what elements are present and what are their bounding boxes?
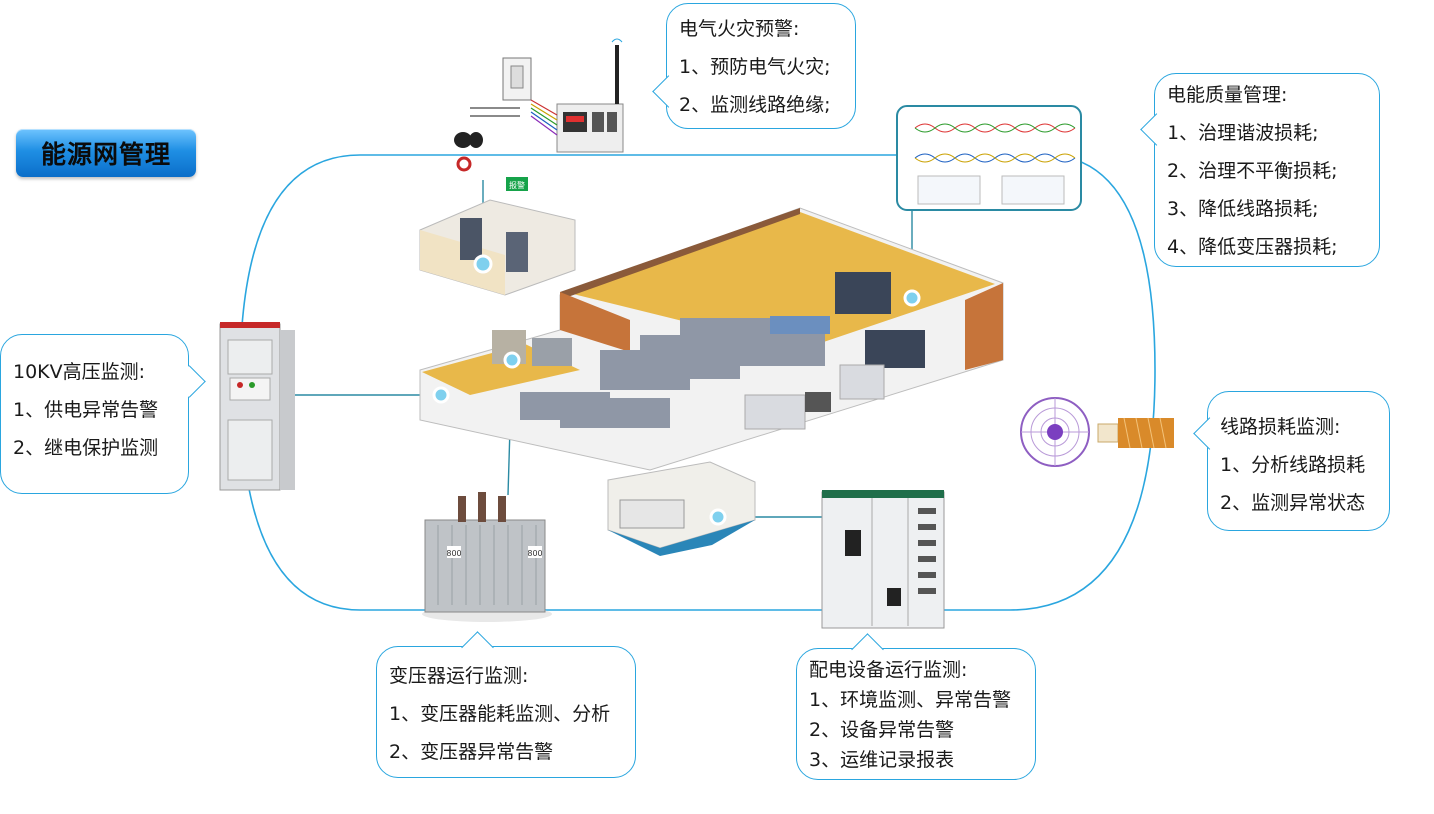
transformer-plate-left: 800: [446, 549, 461, 558]
high-voltage-cabinet: [219, 322, 295, 491]
distribution-cabinets: [821, 490, 945, 629]
callout-title: 电气火灾预警:: [679, 18, 800, 40]
callout-item: 1、预防电气火灾;: [679, 56, 831, 78]
main-building: [419, 207, 1004, 471]
callout-fire-warning: 电气火灾预警: 1、预防电气火灾; 2、监测线路绝缘;: [666, 3, 856, 129]
callout-item: 2、监测线路绝缘;: [679, 94, 831, 116]
callout-title: 10KV高压监测:: [13, 361, 146, 383]
callout-item: 1、治理谐波损耗;: [1167, 122, 1319, 144]
callout-distribution: 配电设备运行监测: 1、环境监测、异常告警 2、设备异常告警 3、运维记录报表: [796, 648, 1036, 780]
callout-item: 4、降低变压器损耗;: [1167, 236, 1338, 258]
power-quality-screen: [896, 105, 1082, 211]
callout-item: 3、运维记录报表: [809, 749, 955, 771]
fire-monitor-device: 报警: [454, 38, 624, 191]
callout-item: 2、治理不平衡损耗;: [1167, 160, 1338, 182]
transformer-unit: 800 800: [422, 492, 552, 622]
callout-title: 变压器运行监测:: [389, 665, 529, 687]
callout-item: 1、分析线路损耗: [1220, 454, 1366, 476]
distribution-room: [607, 461, 756, 556]
callout-item: 1、环境监测、异常告警: [809, 689, 1012, 711]
monitoring-loop-line: [239, 154, 1156, 611]
callout-title: 线路损耗监测:: [1220, 416, 1341, 438]
callout-item: 1、供电异常告警: [13, 399, 159, 421]
page-title-badge: 能源网管理: [16, 129, 196, 177]
callout-item: 2、设备异常告警: [809, 719, 955, 741]
callout-title: 配电设备运行监测:: [809, 659, 968, 681]
callout-item: 2、继电保护监测: [13, 437, 159, 459]
transformer-plate-right: 800: [527, 549, 542, 558]
alarm-label: 报警: [509, 180, 525, 190]
callout-item: 2、监测异常状态: [1220, 492, 1366, 514]
callout-transformer: 变压器运行监测: 1、变压器能耗监测、分析 2、变压器异常告警: [376, 646, 636, 778]
callout-line-loss: 线路损耗监测: 1、分析线路损耗 2、监测异常状态: [1207, 391, 1390, 531]
callout-item: 2、变压器异常告警: [389, 741, 554, 763]
callout-title: 电能质量管理:: [1167, 84, 1288, 106]
callout-item: 1、变压器能耗监测、分析: [389, 703, 611, 725]
callout-high-voltage: 10KV高压监测: 1、供电异常告警 2、继电保护监测: [0, 334, 189, 494]
callout-item: 3、降低线路损耗;: [1167, 198, 1319, 220]
cable-cross-section: [1020, 397, 1174, 467]
callout-power-quality: 电能质量管理: 1、治理谐波损耗; 2、治理不平衡损耗; 3、降低线路损耗; 4…: [1154, 73, 1380, 267]
server-room-small: [419, 199, 576, 296]
